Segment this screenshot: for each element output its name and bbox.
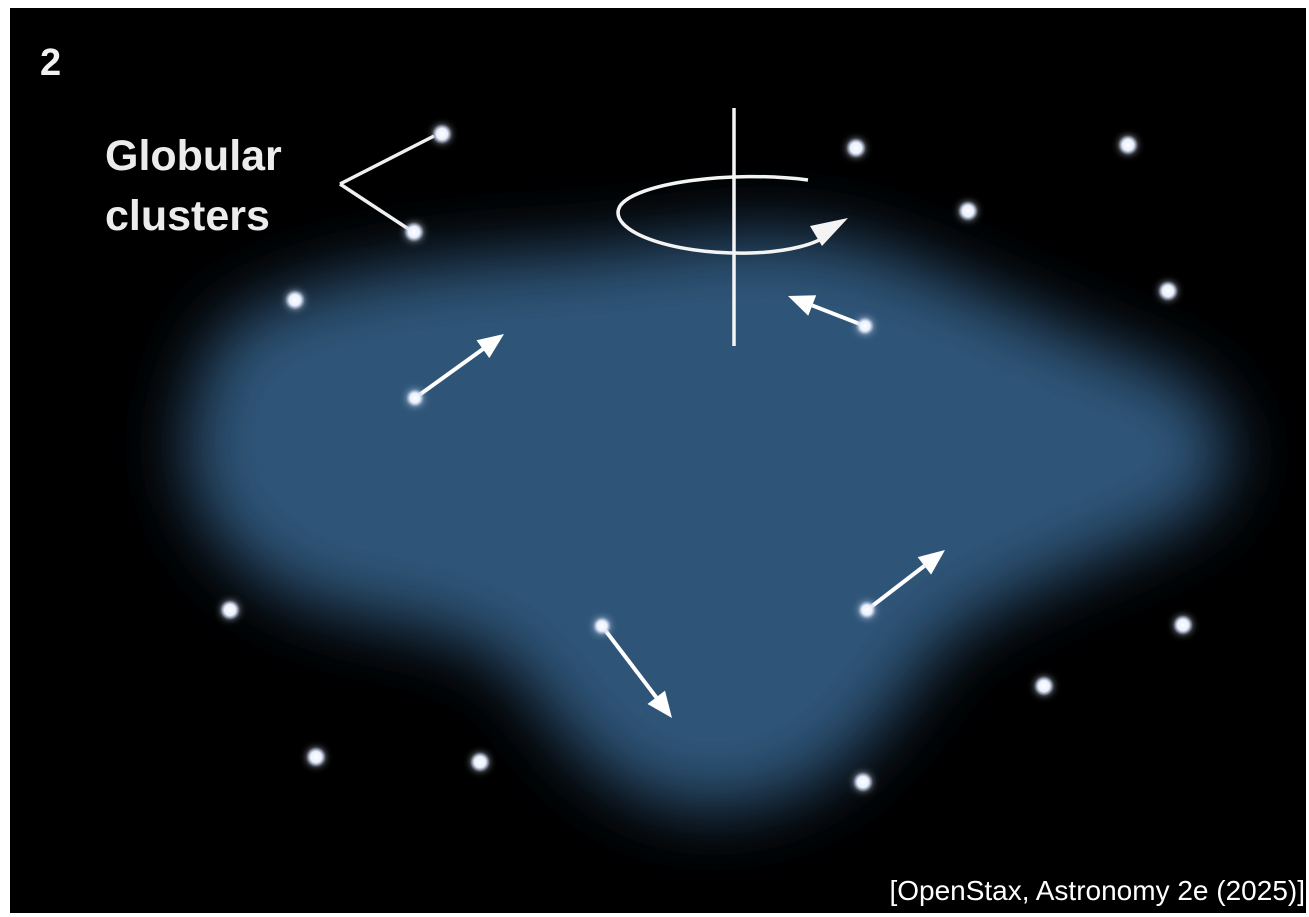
globular-cluster-dot [285, 290, 305, 310]
gas-clump-dot [593, 617, 611, 635]
globular-cluster-dot [958, 201, 978, 221]
globular-cluster-dot [846, 138, 866, 158]
globular-cluster-dot [220, 600, 240, 620]
globular-cluster-dot [404, 222, 424, 242]
panel-number: 2 [40, 42, 61, 85]
globular-cluster-dot [1173, 615, 1193, 635]
globular-cluster-dot [470, 752, 490, 772]
globular-cluster-dot [1034, 676, 1054, 696]
image-credit: [OpenStax, Astronomy 2e (2025)] [889, 875, 1305, 907]
gas-clump-dot [858, 601, 876, 619]
label-leader-line-lower [340, 184, 410, 230]
gas-clump-dot [406, 389, 424, 407]
label-line-2: clusters [105, 186, 282, 246]
globular-clusters-label: Globular clusters [105, 126, 282, 246]
globular-cluster-dot [432, 124, 452, 144]
globular-cluster-dot [1118, 135, 1138, 155]
globular-cluster-dot [1158, 281, 1178, 301]
globular-cluster-dot [306, 747, 326, 767]
globular-cluster-dot [853, 772, 873, 792]
gas-clump-dot [856, 317, 874, 335]
label-line-1: Globular [105, 126, 282, 186]
label-leader-line-upper [340, 136, 434, 184]
diagram-panel: 2 Globular clusters [10, 8, 1306, 913]
gas-cloud [187, 234, 1229, 809]
